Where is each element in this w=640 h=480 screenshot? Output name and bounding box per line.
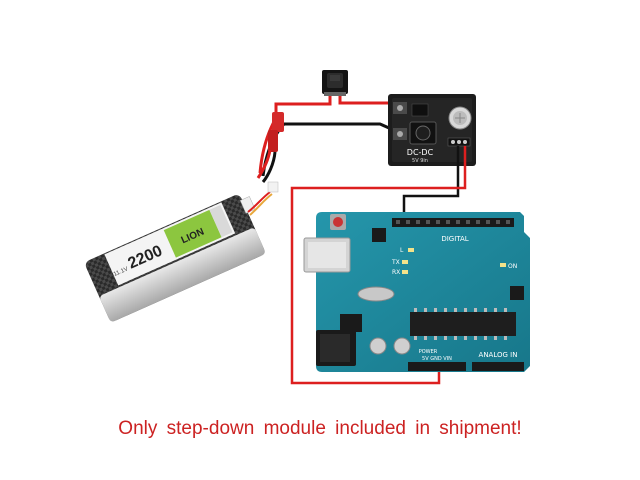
digital-label: DIGITAL xyxy=(441,235,468,243)
led-label-tx: TX xyxy=(391,259,400,266)
dc-dc-module: DC-DC 5V 9in xyxy=(388,94,476,166)
wire-battery-negative xyxy=(261,122,399,177)
on-label: ON xyxy=(508,263,517,270)
analog-label: ANALOG IN xyxy=(479,351,518,359)
rocker-switch xyxy=(322,70,348,96)
led-label-l: L xyxy=(400,247,404,254)
lipo-battery: 2200 LION 11.1V xyxy=(85,195,265,322)
led-label-rx: RX xyxy=(392,269,400,276)
wire-module-to-arduino-vin xyxy=(290,146,467,385)
arduino-board: DIGITAL L TX RX ON xyxy=(303,212,530,372)
power-label: POWER xyxy=(419,349,438,355)
shipment-caption: Only step-down module included in shipme… xyxy=(118,418,522,439)
battery-balance-lead xyxy=(247,181,279,216)
module-label: DC-DC xyxy=(407,148,434,157)
t-plug-connector xyxy=(256,112,284,183)
battery-side-text: 11.1V xyxy=(113,266,129,278)
module-sublabel: 5V 9in xyxy=(412,158,428,164)
power-pins-label: 5V GND VIN xyxy=(422,356,452,362)
